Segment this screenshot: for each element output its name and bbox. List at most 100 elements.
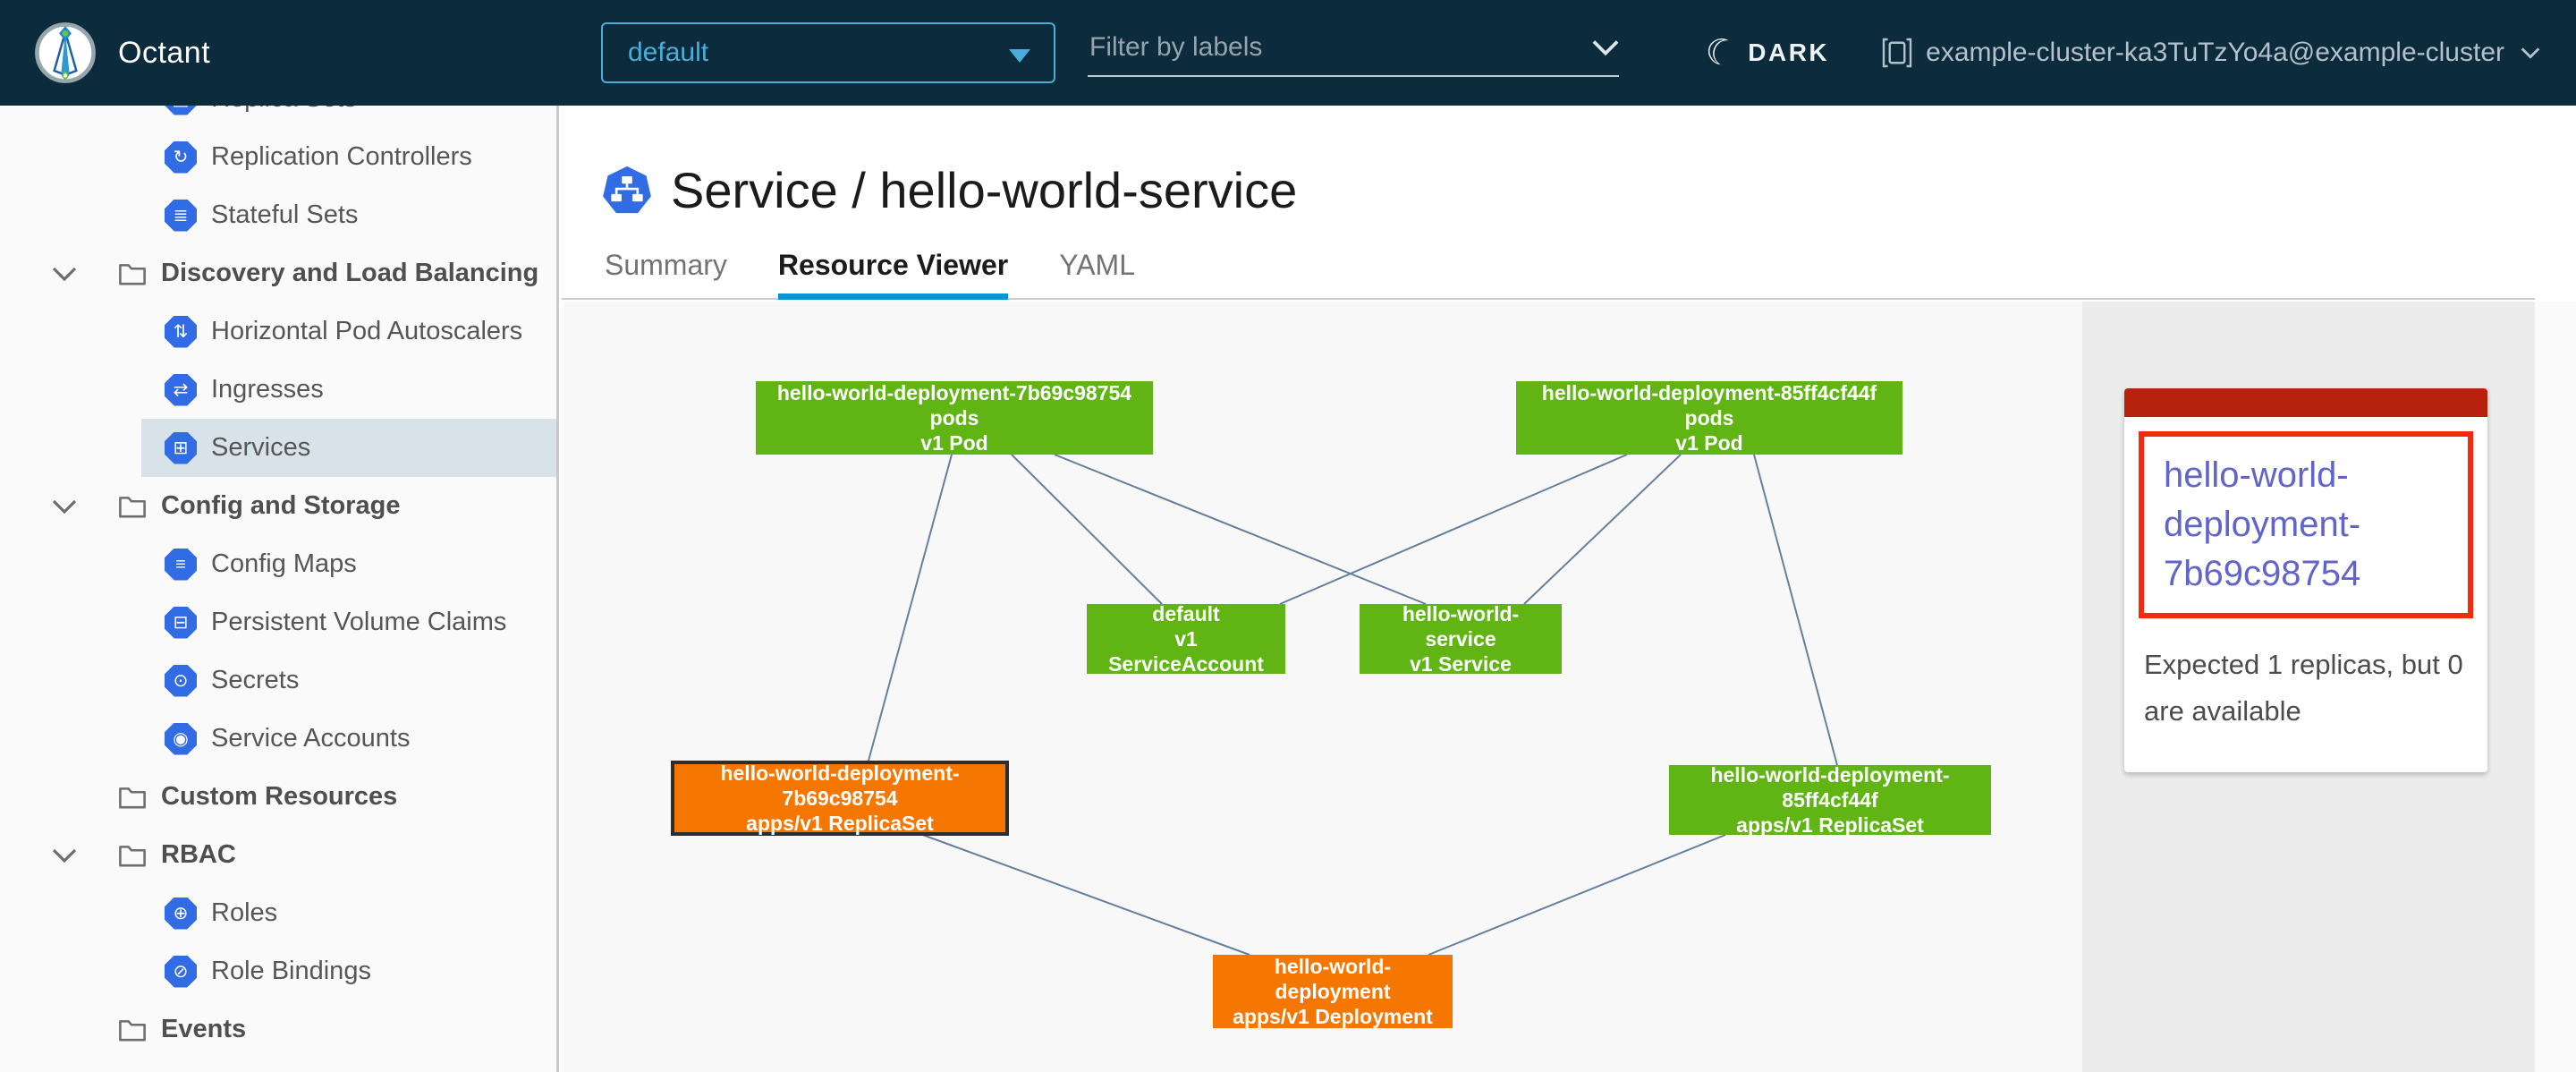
sidebar-group-label: Discovery and Load Balancing: [161, 259, 538, 288]
tab-bar: Summary Resource Viewer YAML: [562, 249, 2535, 300]
replica-sets-icon: ▣: [165, 106, 197, 115]
resource-link[interactable]: hello-world-deployment-7b69c98754: [2164, 451, 2448, 599]
edge-pod-7b69c98754-to-replicaset-7b69c98754: [869, 455, 952, 761]
node-label: default: [1152, 601, 1219, 626]
node-sublabel: apps/v1 ReplicaSet: [1736, 813, 1924, 838]
replication-controllers-icon: ↻: [165, 141, 197, 174]
sidebar-item-roles[interactable]: ⊕Roles: [0, 884, 556, 942]
status-alert-box: hello-world-deployment-7b69c98754: [2139, 431, 2473, 618]
octant-logo-icon: [32, 20, 98, 86]
sidebar-group-label: Custom Resources: [161, 782, 397, 812]
chevron-down-icon[interactable]: [52, 498, 77, 515]
label-filter-input[interactable]: [1088, 31, 1585, 64]
node-label: hello-world-service: [1368, 601, 1553, 651]
label-filter: [1088, 20, 1619, 77]
folder-icon: [118, 1017, 147, 1042]
page-title-text: Service / hello-world-service: [671, 161, 1297, 219]
sidebar-group-label: Config and Storage: [161, 491, 400, 521]
node-label: hello-world-deployment: [1222, 954, 1444, 1004]
sidebar-item-role-bindings[interactable]: ⊘ Role Bindings: [0, 942, 556, 1000]
sidebar-group-discovery-and-load-balancing[interactable]: Discovery and Load Balancing: [0, 244, 556, 302]
selected-row-highlight: [141, 419, 556, 477]
sidebar-item-secrets[interactable]: ⊙Secrets: [0, 651, 556, 710]
config-maps-icon: ≡: [165, 549, 197, 581]
top-bar: Octant default ☾ DARK: [0, 0, 2576, 106]
detail-panel: hello-world-deployment-7b69c98754 Expect…: [2082, 302, 2535, 1072]
sidebar-nav: ▣Replica Sets ↻ Replication Controllers ≣ St…: [0, 106, 556, 1059]
ingresses-icon: ⇄: [165, 374, 197, 406]
namespace-selected-value: default: [628, 38, 708, 68]
node-sublabel: v1 Pod: [1675, 430, 1742, 455]
horizontal-pod-autoscalers-icon: ⇅: [165, 316, 197, 348]
sidebar-item-replication-controllers[interactable]: ↻ Replication Controllers: [0, 128, 556, 186]
stateful-sets-icon: ≣: [165, 200, 197, 232]
sidebar-group-config-and-storage[interactable]: Config and Storage: [0, 477, 556, 535]
sidebar-item-label: Roles: [211, 898, 277, 928]
secrets-icon: ⊙: [165, 665, 197, 697]
sidebar-item-persistent-volume-claims[interactable]: ⊟ Persistent Volume Claims: [0, 593, 556, 651]
edge-pod-85ff4cf44f-to-serviceaccount-default: [1280, 455, 1627, 604]
page-title: Service / hello-world-service: [601, 161, 1297, 219]
sidebar-item-label: Persistent Volume Claims: [211, 608, 506, 637]
theme-toggle[interactable]: ☾ DARK: [1705, 35, 1829, 71]
edge-replicaset-85ff4cf44f-to-deployment-hello-world: [1428, 835, 1725, 955]
resource-viewer-graph: hello-world-deployment-7b69c98754 podsv1…: [564, 302, 2082, 1072]
sidebar-item-label: Service Accounts: [211, 724, 410, 753]
chevron-down-icon[interactable]: [52, 847, 77, 864]
sidebar-item-services[interactable]: ⊞Services: [0, 419, 556, 477]
folder-icon: [118, 261, 147, 286]
theme-toggle-label: DARK: [1748, 38, 1829, 67]
scroll-gutter: [2535, 302, 2576, 1072]
sidebar-item-label: Stateful Sets: [211, 200, 358, 230]
node-label: hello-world-deployment-85ff4cf44f pods: [1525, 380, 1894, 430]
folder-icon: [118, 843, 147, 868]
graph-node-deployment-hello-world[interactable]: hello-world-deploymentapps/v1 Deployment: [1213, 955, 1453, 1028]
sidebar-group-rbac[interactable]: RBAC: [0, 826, 556, 884]
sidebar: ▣Replica Sets ↻ Replication Controllers ≣ St…: [0, 106, 559, 1072]
edge-pod-7b69c98754-to-service-hello-world-service: [1055, 455, 1426, 604]
graph-node-serviceaccount-default[interactable]: defaultv1 ServiceAccount: [1087, 604, 1285, 674]
sidebar-group-label: Events: [161, 1015, 246, 1044]
moon-icon: ☾: [1700, 30, 1741, 74]
sidebar-item-ingresses[interactable]: ⇄ Ingresses: [0, 361, 556, 419]
status-message: Expected 1 replicas, but 0 are available: [2124, 618, 2487, 772]
graph-node-service-hello-world-service[interactable]: hello-world-servicev1 Service: [1360, 604, 1562, 674]
tab-resource-viewer[interactable]: Resource Viewer: [778, 249, 1008, 298]
context-switcher[interactable]: example-cluster-ka3TuTzYo4a@example-clus…: [1881, 37, 2540, 69]
chevron-down-icon[interactable]: [52, 266, 77, 282]
folder-icon: [118, 494, 147, 519]
graph-node-replicaset-85ff4cf44f[interactable]: hello-world-deployment-85ff4cf44fapps/v1…: [1669, 765, 1991, 835]
sidebar-item-config-maps[interactable]: ≡ Config Maps: [0, 535, 556, 593]
graph-node-replicaset-7b69c98754[interactable]: hello-world-deployment-7b69c98754apps/v1…: [671, 761, 1009, 836]
sidebar-item-stateful-sets[interactable]: ≣ Stateful Sets: [0, 186, 556, 244]
persistent-volume-claims-icon: ⊟: [165, 607, 197, 639]
sidebar-item-horizontal-pod-autoscalers[interactable]: ⇅Horizontal Pod Autoscalers: [0, 302, 556, 361]
node-label: hello-world-deployment-85ff4cf44f: [1678, 762, 1982, 813]
sidebar-item-label: Role Bindings: [211, 957, 371, 986]
node-label: hello-world-deployment-7b69c98754: [683, 761, 996, 811]
cluster-icon: [1881, 37, 1913, 69]
tab-summary[interactable]: Summary: [605, 249, 727, 298]
sidebar-group-events[interactable]: Events: [0, 1000, 556, 1059]
sidebar-item-replica-sets[interactable]: ▣Replica Sets: [0, 106, 556, 128]
graph-node-pod-7b69c98754[interactable]: hello-world-deployment-7b69c98754 podsv1…: [756, 381, 1153, 455]
node-sublabel: apps/v1 Deployment: [1233, 1004, 1433, 1029]
sidebar-item-label: Ingresses: [211, 375, 324, 404]
graph-node-pod-85ff4cf44f[interactable]: hello-world-deployment-85ff4cf44f podsv1…: [1516, 381, 1902, 455]
tab-yaml[interactable]: YAML: [1059, 249, 1135, 298]
folder-icon: [118, 785, 147, 810]
namespace-select[interactable]: default: [601, 22, 1055, 83]
sidebar-item-service-accounts[interactable]: ◉ Service Accounts: [0, 710, 556, 768]
sidebar-item-label: Config Maps: [211, 549, 357, 579]
role-bindings-icon: ⊘: [165, 956, 197, 988]
service-icon: [601, 165, 653, 217]
main-content: Service / hello-world-service Summary Res…: [562, 106, 2576, 1072]
sidebar-item-label: Replication Controllers: [211, 142, 472, 172]
edge-pod-7b69c98754-to-serviceaccount-default: [1012, 455, 1162, 604]
service-accounts-icon: ◉: [165, 723, 197, 755]
status-card-error-bar: [2124, 388, 2487, 417]
filter-chevron-down-icon[interactable]: [1592, 38, 1619, 56]
sidebar-group-label: RBAC: [161, 840, 236, 870]
sidebar-group-custom-resources[interactable]: Custom Resources: [0, 768, 556, 826]
